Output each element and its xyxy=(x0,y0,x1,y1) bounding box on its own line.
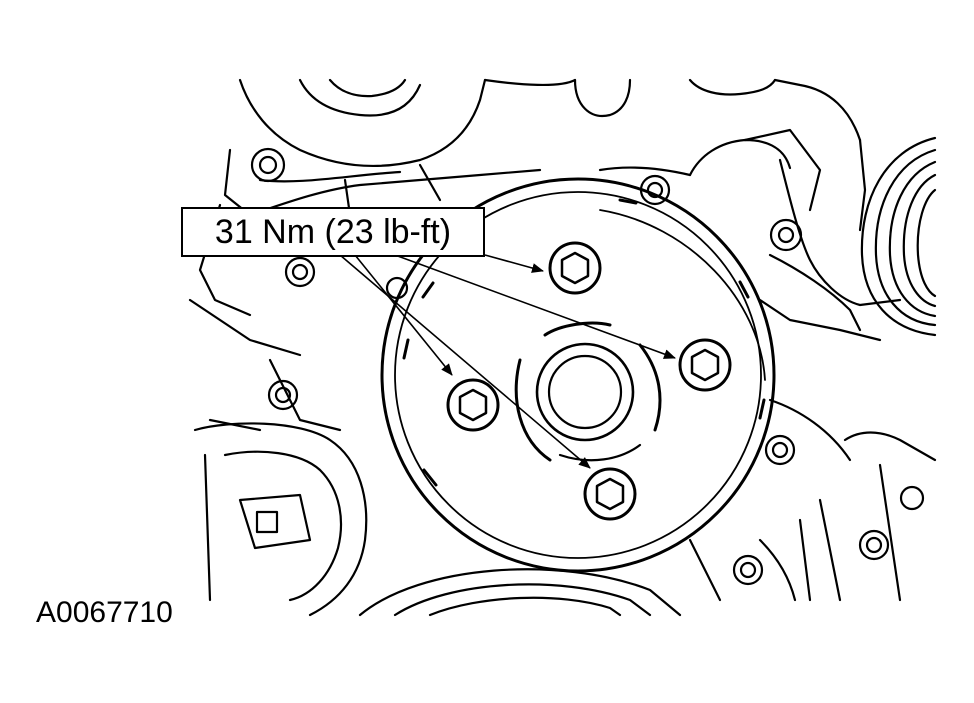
pulley-bolt-right xyxy=(678,338,732,392)
casting-bolts xyxy=(250,147,925,586)
leader-arrow-top-bolt xyxy=(484,254,544,273)
torque-spec-callout: 31 Nm (23 lb-ft) xyxy=(181,207,485,257)
leader-arrow-right-bolt xyxy=(394,254,676,359)
callout-leader-arrows xyxy=(339,254,676,469)
pulley-bolt-top xyxy=(548,241,602,295)
pulley-bolts xyxy=(446,241,732,521)
leader-arrow-left-bolt xyxy=(354,254,453,376)
figure-id-label: A0067710 xyxy=(36,596,173,629)
lower-left-idler xyxy=(193,422,368,617)
pulley-hub xyxy=(514,321,662,462)
pulley-bolt-left xyxy=(446,378,500,432)
engine-front-cover-outline xyxy=(188,78,937,602)
torque-spec-text: 31 Nm (23 lb-ft) xyxy=(214,212,452,251)
accessory-belt-pulley xyxy=(860,136,937,337)
water-pump-pulley xyxy=(380,177,776,573)
leader-arrow-bottom-bolt xyxy=(339,254,591,469)
pulley-bolt-bottom xyxy=(583,467,637,521)
crankshaft-pulley xyxy=(358,568,682,617)
